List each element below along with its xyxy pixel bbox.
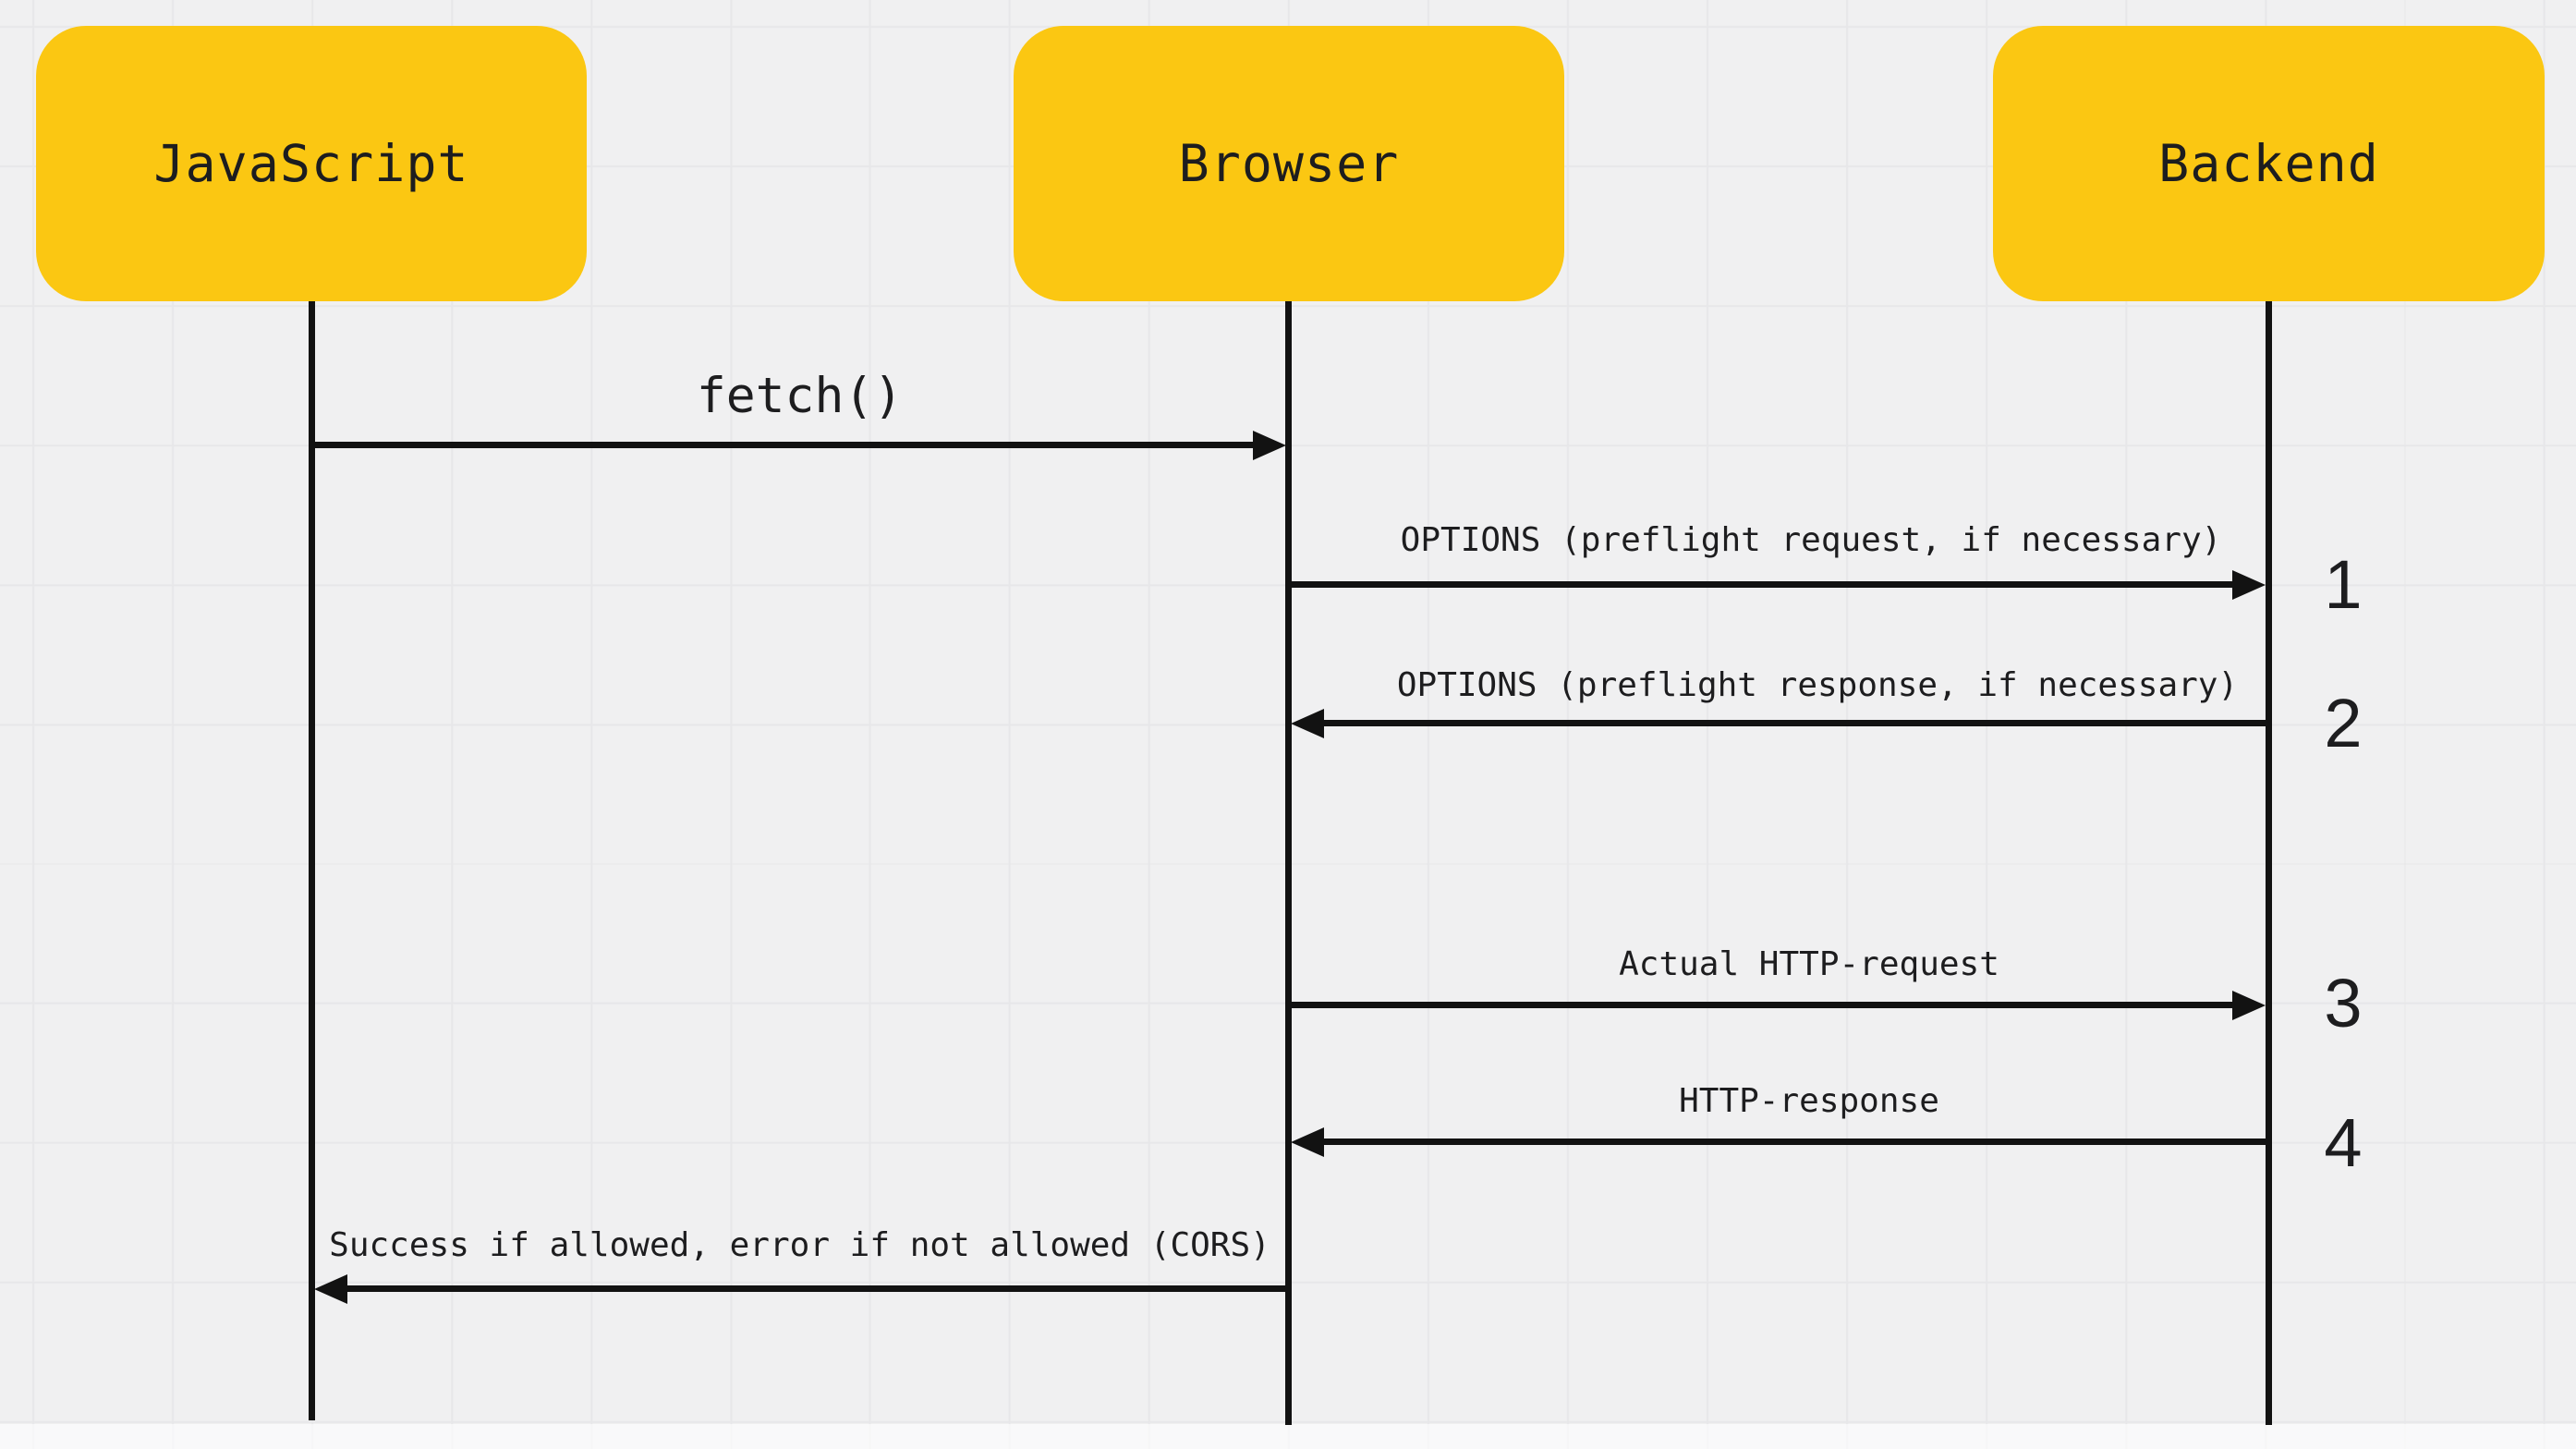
step-number-3[interactable]: 3 (2324, 965, 2363, 1041)
message-label: fetch() (696, 368, 904, 424)
arrow-shaft (1322, 720, 2266, 726)
message-label: OPTIONS (preflight request, if necessary… (1400, 521, 2222, 559)
canvas-bottom-strip (0, 1424, 2576, 1449)
actor-box-backend[interactable]: Backend (1993, 26, 2545, 301)
lifeline-browser[interactable] (1285, 301, 1292, 1425)
arrow-shaft (1322, 1138, 2266, 1145)
message-label: HTTP-response (1679, 1082, 1939, 1120)
arrowhead-right-icon (1253, 431, 1286, 460)
lifeline-javascript[interactable] (309, 301, 315, 1420)
actor-label-browser: Browser (1178, 134, 1400, 193)
message-label: Success if allowed, error if not allowed… (329, 1226, 1270, 1264)
arrowhead-left-icon (1291, 1127, 1324, 1157)
lifeline-backend[interactable] (2266, 301, 2272, 1425)
actor-box-javascript[interactable]: JavaScript (36, 26, 587, 301)
arrow-shaft (314, 442, 1255, 448)
arrowhead-right-icon (2232, 570, 2266, 600)
actor-box-browser[interactable]: Browser (1014, 26, 1564, 301)
step-number-1[interactable]: 1 (2324, 546, 2363, 623)
arrow-shaft (1291, 581, 2234, 588)
message-label: OPTIONS (preflight response, if necessar… (1396, 666, 2239, 704)
arrowhead-left-icon (1291, 709, 1324, 738)
actor-label-javascript: JavaScript (153, 134, 469, 193)
message-label: Actual HTTP-request (1619, 945, 1999, 983)
actor-label-backend: Backend (2158, 134, 2379, 193)
arrow-shaft (1291, 1002, 2234, 1008)
step-number-2[interactable]: 2 (2324, 685, 2363, 761)
arrowhead-left-icon (314, 1274, 347, 1304)
step-number-4[interactable]: 4 (2324, 1104, 2363, 1181)
arrowhead-right-icon (2232, 991, 2266, 1020)
arrow-shaft (346, 1285, 1288, 1292)
